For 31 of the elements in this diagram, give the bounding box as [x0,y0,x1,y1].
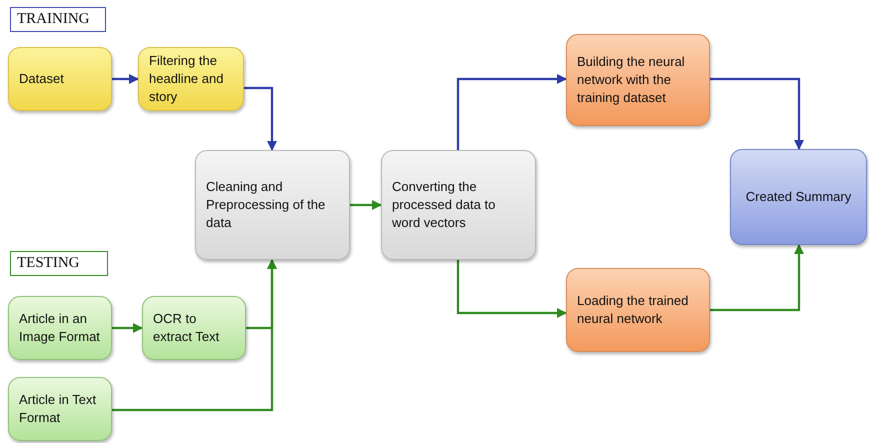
section-heading: TESTING [10,251,108,276]
node-label: Article in an Image Format [19,310,101,346]
process-box [381,150,536,260]
arrow [456,74,567,150]
process-box [730,149,867,245]
process-box [8,47,112,111]
arrow [112,259,277,412]
node-label: Loading the trained neural network [577,292,690,328]
arrow [112,74,139,84]
arrow [710,244,804,312]
node-label: Building the neural network with the training dataset [577,52,686,108]
node-label: Created Summary [746,188,852,206]
process-box [195,150,350,260]
process-box [8,377,112,441]
process-box [8,296,112,360]
arrow [350,200,382,210]
process-box [566,34,710,126]
arrow [244,86,277,151]
arrow [710,78,804,150]
process-box [142,296,246,360]
arrow [112,323,143,333]
node-label: OCR to extract Text [153,310,220,346]
node-label: Dataset [19,70,64,88]
arrow [456,260,567,318]
node-label: Filtering the headline and story [149,52,224,106]
process-box [566,268,710,352]
section-heading: TRAINING [10,7,106,32]
node-label: Article in Text Format [19,390,98,427]
node-label: Cleaning and Preprocessing of the data [206,178,326,232]
node-label: Converting the processed data to word vectors [392,178,496,232]
process-box [138,47,244,111]
